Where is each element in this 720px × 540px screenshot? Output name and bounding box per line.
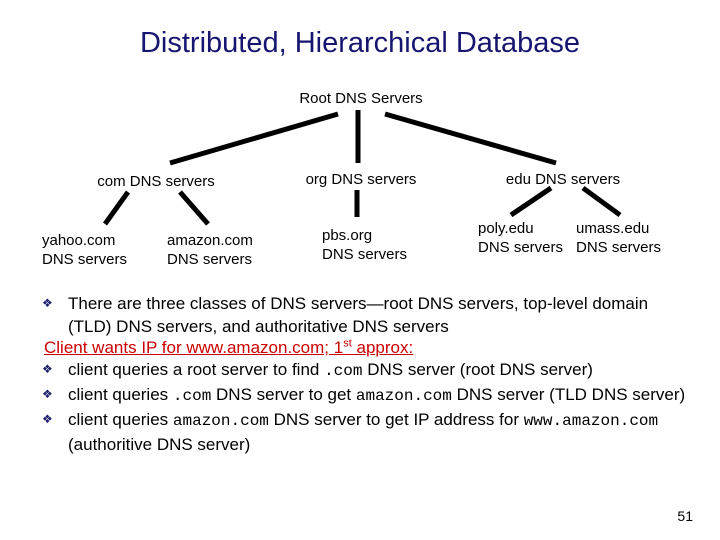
bullet4-mono-www: www.amazon.com [523, 412, 659, 430]
tree-node-edu: edu DNS servers [463, 170, 663, 189]
bullet-text-root-query: client queries a root server to find .co… [68, 358, 692, 383]
red-heading-after: approx: [351, 338, 414, 357]
tree-node-edu-label: edu DNS servers [505, 171, 621, 188]
bullet4-part2: DNS server to get IP address for [268, 410, 524, 429]
tree-node-poly: poly.edu DNS servers [478, 219, 563, 257]
bullet-text-classes: There are three classes of DNS servers—r… [68, 294, 649, 336]
tree-node-org: org DNS servers [261, 170, 461, 189]
tree-node-umass: umass.edu DNS servers [576, 219, 661, 257]
diamond-bullet-icon: ❖ [42, 412, 53, 426]
diamond-bullet-icon: ❖ [42, 296, 53, 310]
tree-node-pbs-line1: pbs.org [322, 227, 373, 244]
red-heading: Client wants IP for www.amazon.com; 1st … [44, 337, 413, 359]
tree-node-org-label: org DNS servers [305, 171, 417, 188]
tree-node-pbs-line2: DNS servers [322, 246, 408, 263]
bullet2-part2: DNS server (root DNS server) [362, 360, 593, 379]
bullet4-part1: client queries [68, 410, 173, 429]
tree-node-pbs: pbs.org DNS servers [322, 226, 407, 264]
tree-node-yahoo-line2: DNS servers [42, 251, 128, 268]
tree-node-yahoo-line1: yahoo.com [42, 232, 116, 249]
bullet3-mono-com: .com [172, 387, 212, 405]
bullet3-part1: client queries [68, 385, 173, 404]
tree-node-root: Root DNS Servers [261, 89, 461, 108]
list-item: ❖ client queries amazon.com DNS server t… [38, 408, 692, 456]
bullet-text-authoritative-query: client queries amazon.com DNS server to … [68, 408, 692, 456]
tree-node-amazon-line2: DNS servers [167, 251, 253, 268]
diamond-bullet-icon: ❖ [42, 362, 53, 376]
tree-node-umass-line1: umass.edu [576, 220, 650, 237]
bullet-list-top: ❖ There are three classes of DNS servers… [38, 292, 692, 338]
bullet2-part1: client queries a root server to find [68, 360, 325, 379]
tree-node-poly-line1: poly.edu [478, 220, 534, 237]
tree-node-poly-line2: DNS servers [478, 239, 564, 256]
bullet2-mono-com: .com [324, 362, 363, 380]
tree-node-root-label: Root DNS Servers [299, 90, 423, 107]
red-heading-before: Client wants IP for www.amazon.com; 1 [44, 338, 344, 357]
bullet3-part3: DNS server (TLD DNS server) [451, 385, 686, 404]
tree-node-com: com DNS servers [56, 172, 256, 191]
list-item: ❖ client queries a root server to find .… [38, 358, 692, 383]
page-title: Distributed, Hierarchical Database [139, 27, 581, 59]
tree-node-amazon: amazon.com DNS servers [167, 231, 253, 269]
bullet3-mono-amazon: amazon.com [355, 387, 452, 405]
bullet4-mono-amazon: amazon.com [172, 412, 269, 430]
list-item: ❖ client queries .com DNS server to get … [38, 383, 692, 408]
diamond-bullet-icon: ❖ [42, 387, 53, 401]
tree-node-com-label: com DNS servers [97, 173, 215, 190]
page-number: 51 [677, 508, 693, 524]
list-item: ❖ There are three classes of DNS servers… [38, 292, 692, 338]
bullet-text-tld-query: client queries .com DNS server to get am… [68, 383, 692, 408]
red-heading-superscript: st [343, 337, 352, 350]
tree-node-amazon-line1: amazon.com [167, 232, 253, 249]
bullet3-part2: DNS server to get [211, 385, 356, 404]
tree-node-umass-line2: DNS servers [576, 239, 662, 256]
tree-node-yahoo: yahoo.com DNS servers [42, 231, 127, 269]
bullet4-part3: (authoritive DNS server) [68, 435, 251, 454]
bullet-list-bottom: ❖ client queries a root server to find .… [38, 358, 692, 456]
